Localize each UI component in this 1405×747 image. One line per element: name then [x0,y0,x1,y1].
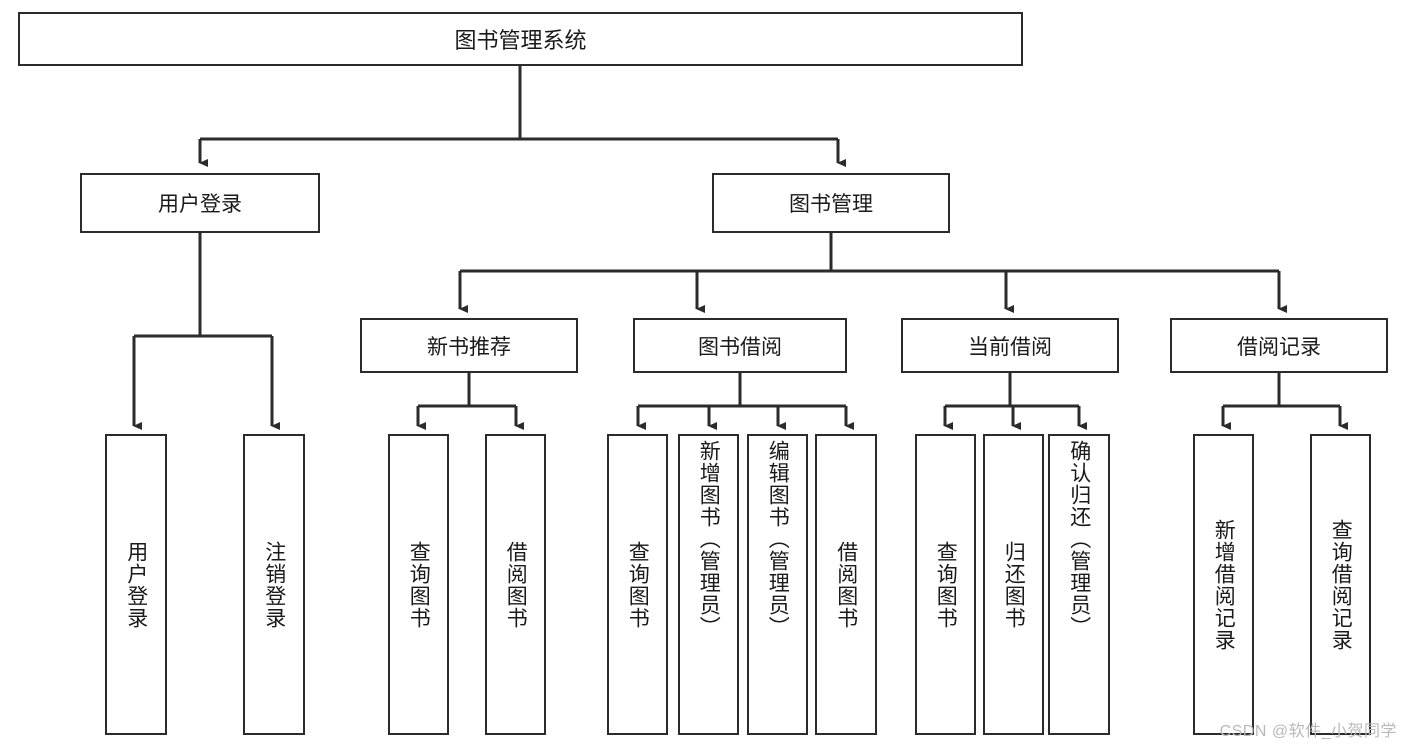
leaf-borrow-add-book-admin-label: 新增图书（管理员） [697,440,721,638]
node-user-login[interactable]: 用户登录 [80,173,320,233]
leaf-record-add-record[interactable]: 新增借阅记录 [1193,434,1254,735]
node-new-book-recommend[interactable]: 新书推荐 [360,318,578,373]
leaf-recommend-borrow-book[interactable]: 借阅图书 [485,434,546,735]
leaf-borrow-add-book-admin[interactable]: 新增图书（管理员） [678,434,739,735]
node-new-book-recommend-label: 新书推荐 [427,335,511,359]
leaf-borrow-edit-book-admin[interactable]: 编辑图书（管理员） [747,434,808,735]
leaf-current-query-book-label: 查询图书 [934,540,958,629]
node-current-borrow[interactable]: 当前借阅 [901,318,1119,373]
leaf-borrow-edit-book-admin-label: 编辑图书（管理员） [766,440,790,638]
leaf-current-confirm-return-admin[interactable]: 确认归还（管理员） [1048,434,1110,735]
leaf-record-query-record-label: 查询借阅记录 [1329,518,1353,651]
node-book-management-label: 图书管理 [789,193,873,216]
node-user-login-label: 用户登录 [158,193,242,216]
leaf-current-confirm-return-admin-label: 确认归还（管理员） [1067,440,1091,638]
node-book-borrow[interactable]: 图书借阅 [633,318,847,373]
leaf-current-return-book-label: 归还图书 [1002,540,1026,629]
node-book-borrow-label: 图书借阅 [698,335,782,359]
leaf-borrow-query-book-label: 查询图书 [626,540,650,629]
watermark: CSDN @软件_小贺同学 [1219,723,1397,740]
node-root-label: 图书管理系统 [454,28,587,53]
leaf-borrow-query-book[interactable]: 查询图书 [607,434,668,735]
leaf-recommend-borrow-book-label: 借阅图书 [504,540,528,629]
leaf-user-login-signout-label: 注销登录 [262,540,286,629]
leaf-current-query-book[interactable]: 查询图书 [915,434,976,735]
node-root-system[interactable]: 图书管理系统 [18,12,1023,66]
node-current-borrow-label: 当前借阅 [968,335,1052,359]
leaf-recommend-query-book-label: 查询图书 [407,540,431,629]
leaf-borrow-borrow-book-label: 借阅图书 [834,540,858,629]
leaf-user-login-signin-label: 用户登录 [124,540,148,629]
node-borrow-record-label: 借阅记录 [1237,335,1321,359]
leaf-user-login-signin[interactable]: 用户登录 [105,434,167,735]
leaf-borrow-borrow-book[interactable]: 借阅图书 [815,434,877,735]
node-book-management[interactable]: 图书管理 [712,173,950,233]
node-borrow-record[interactable]: 借阅记录 [1170,318,1388,373]
leaf-current-return-book[interactable]: 归还图书 [983,434,1044,735]
leaf-record-add-record-label: 新增借阅记录 [1212,518,1236,651]
leaf-recommend-query-book[interactable]: 查询图书 [388,434,449,735]
leaf-record-query-record[interactable]: 查询借阅记录 [1310,434,1371,735]
leaf-user-login-signout[interactable]: 注销登录 [243,434,305,735]
